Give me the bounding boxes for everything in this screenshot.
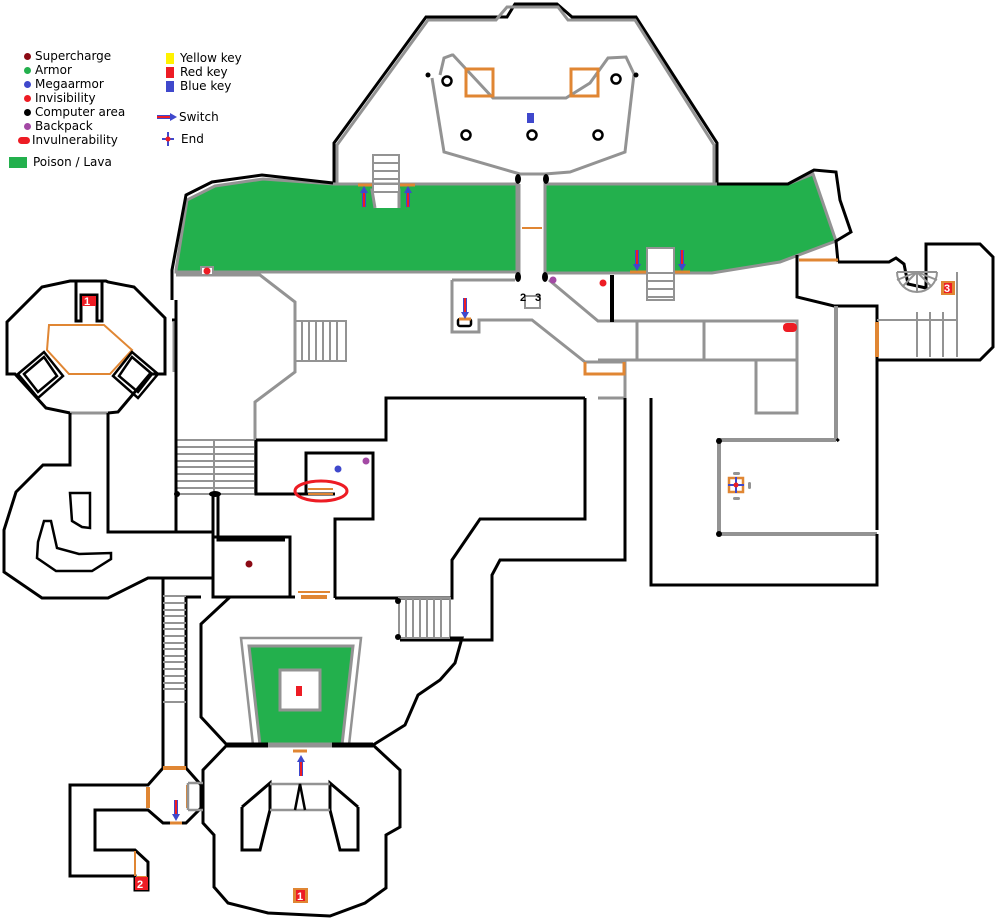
teleporter-label-2-southwest: 2 [137, 879, 143, 891]
teleporter-label-2: 2 [520, 292, 526, 304]
lava-swatch-icon [9, 156, 27, 168]
invisibility-pickup [599, 279, 607, 287]
southwest-corridor: 2 [68, 576, 215, 892]
end-marker [728, 477, 744, 493]
invulnerability-icon [18, 136, 30, 144]
legend-item-red-key: Red key [166, 65, 242, 79]
teleporter-label-3: 3 [535, 292, 541, 304]
legend-keys: Yellow key Red key Blue key [166, 51, 242, 93]
supercharge-icon [24, 52, 31, 60]
central-area: 2 3 [176, 266, 799, 440]
armor-icon [24, 66, 31, 74]
south-hall [199, 595, 464, 778]
invisibility-icon [24, 94, 31, 102]
red-key-icon [166, 66, 174, 78]
switch-arrow-icon [157, 113, 177, 121]
east-section: 3 [256, 242, 995, 642]
red-key [296, 686, 302, 696]
megaarmor-icon [24, 80, 31, 88]
lava-river-west [170, 173, 519, 300]
legend-item-armor: Armor [24, 63, 125, 77]
south-room: 1 [201, 743, 402, 918]
highlight-circle [293, 479, 349, 503]
megaarmor-pickup [334, 465, 342, 473]
center-corridor [515, 174, 549, 282]
legend-item-blue-key: Blue key [166, 79, 242, 93]
invisibility-pickup [203, 267, 211, 275]
legend-item-end: End [161, 132, 204, 146]
legend-item-supercharge: Supercharge [24, 49, 125, 63]
legend-item-switch: Switch [157, 110, 219, 124]
legend-item-yellow-key: Yellow key [166, 51, 242, 65]
west-room: 1 [2, 279, 200, 600]
computer-area-icon [24, 108, 31, 116]
backpack-pickup [549, 276, 557, 284]
west-stairs [174, 300, 335, 596]
invulnerability-pickup [783, 323, 797, 332]
legend-lava: Poison / Lava [9, 155, 112, 169]
teleporter-label-1-south: 1 [297, 891, 303, 903]
teleporter-label-3-east: 3 [944, 283, 950, 295]
backpack-icon [24, 122, 31, 130]
north-hall [332, 2, 719, 208]
blue-key-icon [166, 80, 174, 92]
blue-key [527, 113, 534, 123]
lava-switches [358, 183, 690, 274]
backpack-pickup [362, 457, 370, 465]
legend-item-invisibility: Invisibility [24, 91, 125, 105]
teleporter-label-1-west: 1 [84, 296, 90, 308]
legend-item-invulnerability: Invulnerability [18, 133, 125, 147]
legend-item-computer-area: Computer area [24, 105, 125, 119]
end-cross-icon [162, 132, 174, 146]
lava-river-east [543, 168, 853, 301]
legend-item-megaarmor: Megaarmor [24, 77, 125, 91]
supercharge-pickup [245, 560, 253, 568]
yellow-key-icon [166, 52, 174, 64]
legend-item-backpack: Backpack [24, 119, 125, 133]
legend: Supercharge Armor Megaarmor Invisibility… [18, 49, 125, 147]
